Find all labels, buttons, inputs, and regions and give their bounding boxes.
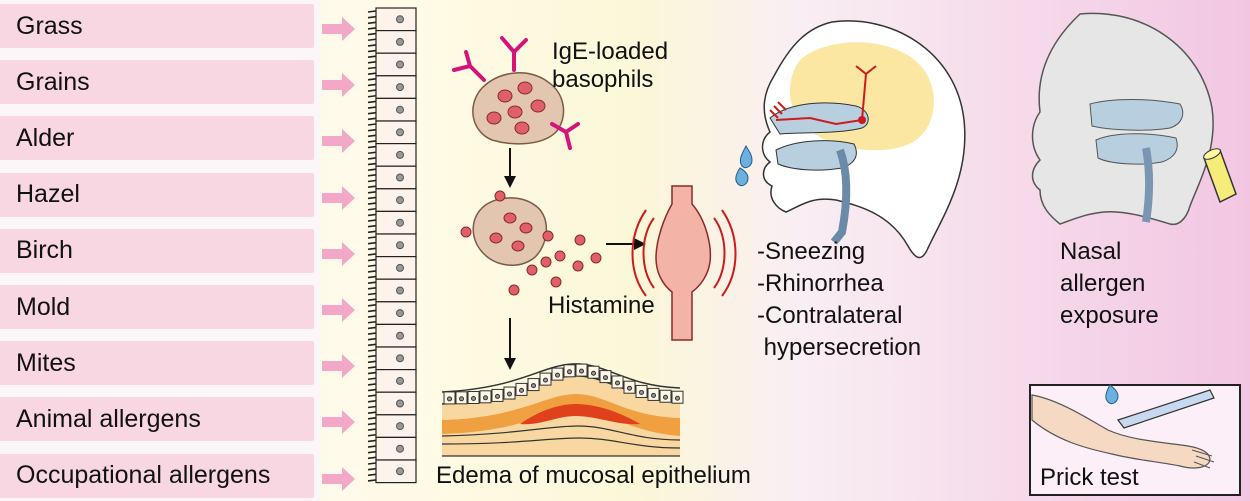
arrow-right-icon [322,185,355,210]
symptom-list: -Sneezing -Rhinorrhea -Contralateral hyp… [757,236,921,364]
arrow-right-icon [322,354,355,379]
nasal-exposure-line3: exposure [1060,302,1159,329]
arrow-right-icon [322,241,355,266]
head-exposure-illustration [1031,12,1237,226]
allergen-item: Grass [0,4,314,48]
allergen-label: Animal allergens [16,404,201,433]
allergen-label: Birch [16,236,73,265]
allergen-label: Mites [16,348,76,377]
symptom-item: -Contralateral [757,302,903,329]
prick-test-label: Prick test [1040,464,1139,491]
allergen-item: Birch [0,228,314,273]
allergen-item: Hazel [0,172,314,217]
allergen-label: Mold [16,292,71,321]
arrow-right-icon [322,73,355,98]
symptom-item: -Sneezing [757,238,866,265]
arrow-down-icon [504,148,516,188]
arrow-right-icon [322,466,355,491]
arrow-right-icon [322,410,355,435]
allergen-label: Alder [16,123,75,152]
head-sagittal-illustration [735,20,966,259]
histamine-granules [460,190,602,296]
nasal-exposure-line1: Nasal [1060,238,1122,265]
arrow-right-icon [606,238,646,250]
allergen-item: Grains [0,60,314,105]
histamine-label: Histamine [548,292,655,319]
arrow-down-icon [504,318,516,370]
ige-antibody-icon [452,36,580,150]
ige-basophil [472,72,565,145]
allergen-label: Hazel [16,180,80,209]
prick-test-illustration [1029,384,1241,496]
degranulating-basophil [472,197,548,266]
allergen-item: Mites [0,341,314,386]
allergen-item: Mold [0,285,314,329]
allergen-tube-icon [1203,148,1237,204]
nasal-exposure-line2: allergen [1060,270,1146,297]
allergen-item: Alder [0,116,314,161]
allergen-label: Occupational allergens [16,461,271,490]
arrow-right-icon [322,129,355,154]
edema-label: Edema of mucosal epithelium [436,462,751,489]
arrow-right-icon [322,17,355,41]
edematous-mucosa [441,363,684,457]
symptom-item: -Rhinorrhea [757,270,884,297]
basophils-label-line2: basophils [552,66,654,93]
allergen-item: Occupational allergens [0,453,314,498]
arrow-right-icon [322,298,355,322]
allergen-item: Animal allergens [0,397,314,442]
symptom-item: hypersecretion [757,334,922,361]
allergen-label: Grass [16,11,83,40]
vessel-icon [631,185,737,341]
allergen-label: Grains [16,67,90,96]
basophils-label-line1: IgE-loaded [552,38,669,65]
